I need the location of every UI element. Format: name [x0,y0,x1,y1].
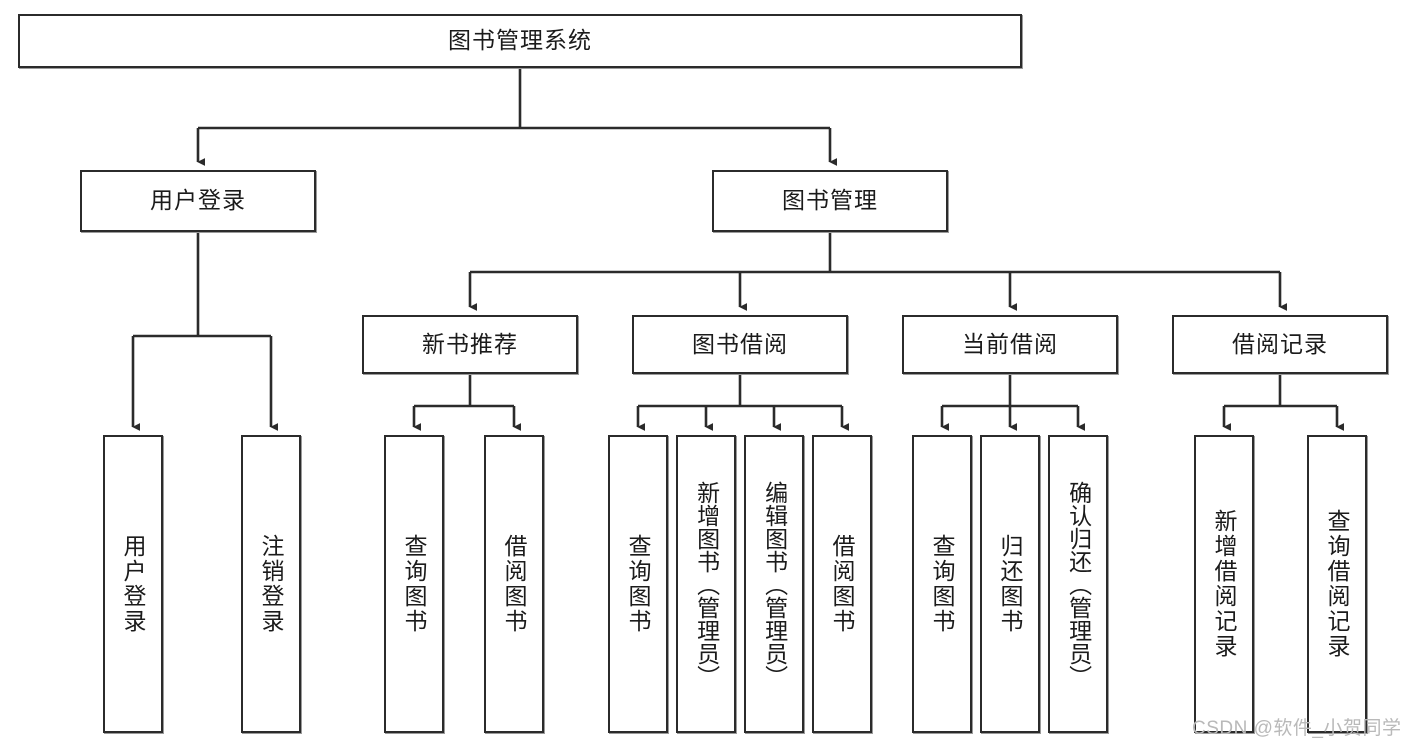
csdn-watermark: CSDN @软件_小贺同学 [1192,718,1402,739]
node-leaf-confirm-return[interactable]: 确认归还（管理员） [1048,435,1108,733]
node-leaf-borrow-book-1[interactable]: 借阅图书 [484,435,544,733]
node-leaf-query-book-2[interactable]: 查询图书 [608,435,668,733]
node-borrow-record[interactable]: 借阅记录 [1172,315,1388,374]
node-leaf-return-book[interactable]: 归还图书 [980,435,1040,733]
node-leaf-add-borrow-record[interactable]: 新增借阅记录 [1194,435,1254,733]
node-leaf-logout-login[interactable]: 注销登录 [241,435,301,733]
node-current-borrow[interactable]: 当前借阅 [902,315,1118,374]
node-leaf-borrow-book-2[interactable]: 借阅图书 [812,435,872,733]
node-leaf-user-login[interactable]: 用户登录 [103,435,163,733]
node-book-borrow[interactable]: 图书借阅 [632,315,848,374]
node-book-management[interactable]: 图书管理 [712,170,948,232]
node-leaf-edit-book[interactable]: 编辑图书（管理员） [744,435,804,733]
node-leaf-query-book-1[interactable]: 查询图书 [384,435,444,733]
node-leaf-query-book-3[interactable]: 查询图书 [912,435,972,733]
node-user-login[interactable]: 用户登录 [80,170,316,232]
node-leaf-query-borrow-record[interactable]: 查询借阅记录 [1307,435,1367,733]
node-leaf-add-book[interactable]: 新增图书（管理员） [676,435,736,733]
node-new-book-recommend[interactable]: 新书推荐 [362,315,578,374]
node-root[interactable]: 图书管理系统 [18,14,1022,68]
